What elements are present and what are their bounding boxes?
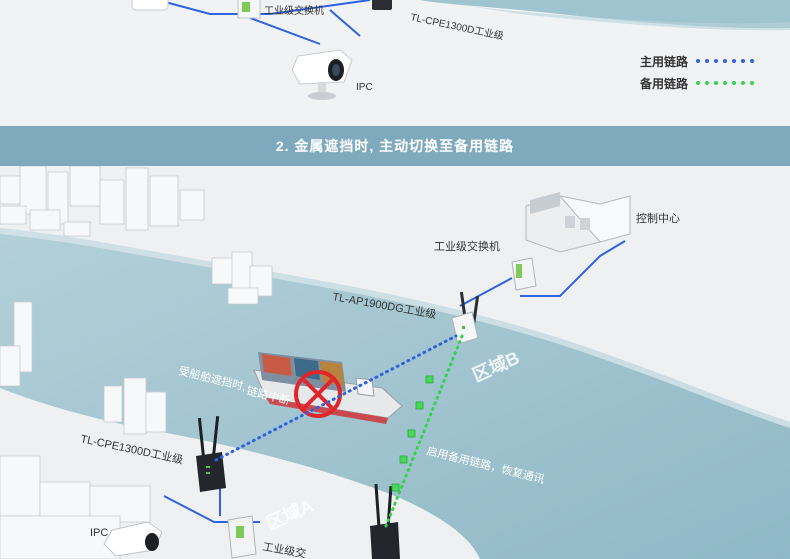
switch-icon	[237, 0, 261, 19]
backup-dots-icon	[696, 81, 754, 85]
top-switch-label: 工业级交换机	[264, 4, 324, 17]
top-panel: 工业级交换机 TL-CPE1300D工业级 IPC 主用链路 备用链路	[0, 0, 790, 126]
primary-dots-icon	[696, 59, 754, 63]
building-icon	[525, 192, 631, 253]
city-top-left	[0, 166, 205, 237]
bottom-switch-label: 工业级交	[261, 539, 307, 559]
switch-label: 工业级交换机	[434, 239, 500, 253]
backup-link	[384, 334, 464, 528]
top-scene: 工业级交换机 TL-CPE1300D工业级 IPC	[131, 0, 790, 100]
legend-backup-label: 备用链路	[639, 76, 688, 91]
top-water	[420, 0, 790, 29]
river	[0, 228, 790, 559]
antenna-device-icon	[196, 416, 226, 492]
switch-icon	[227, 515, 257, 559]
control-center-label: 控制中心	[636, 211, 680, 225]
antenna-device-icon	[451, 291, 480, 345]
camera-icon	[103, 521, 163, 557]
scene-svg: 控制中心 工业级交换机 TL-AP1900DG工业级 TL-CPE1300D工业…	[0, 166, 790, 559]
camera-icon	[131, 0, 169, 11]
banner-title: 2. 金属遮挡时, 主动切换至备用链路	[275, 138, 515, 154]
top-cpe-label: TL-CPE1300D工业级	[409, 11, 504, 42]
section-banner: 2. 金属遮挡时, 主动切换至备用链路	[0, 126, 790, 166]
antenna-device-icon	[370, 483, 400, 559]
city-middle	[211, 251, 273, 305]
antenna-device-icon	[372, 0, 392, 10]
cpe-label: TL-CPE1300D工业级	[79, 432, 184, 466]
switch-icon	[511, 257, 537, 291]
legend-primary: 主用链路	[640, 50, 754, 72]
backup-relay-markers	[391, 375, 434, 492]
ipc-label: IPC	[90, 527, 108, 539]
legend: 主用链路 备用链路	[640, 50, 754, 94]
camera-icon	[291, 49, 353, 100]
region-a-label: 区域A	[263, 495, 316, 534]
city-bottom-left	[0, 301, 167, 559]
top-ipc-label: IPC	[356, 82, 373, 93]
legend-primary-label: 主用链路	[639, 54, 688, 69]
main-scene: 控制中心 工业级交换机 TL-AP1900DG工业级 TL-CPE1300D工业…	[0, 166, 790, 559]
legend-backup: 备用链路	[640, 72, 754, 94]
